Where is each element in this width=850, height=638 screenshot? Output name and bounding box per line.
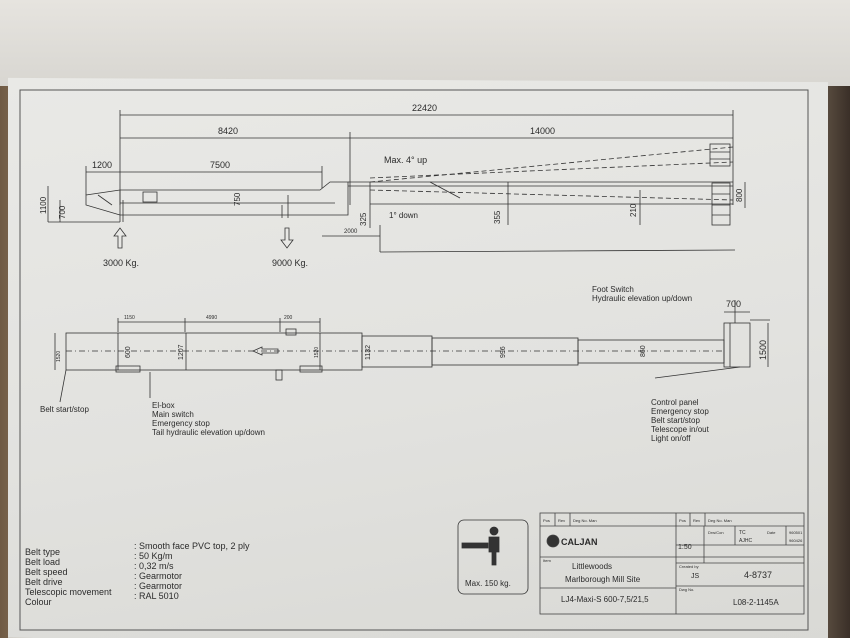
dim-right-section: 14000: [530, 126, 555, 136]
created-by-label: Created by: [679, 564, 699, 569]
el-box-label: El-box: [152, 401, 175, 410]
load-right-label: 9000 Kg.: [272, 258, 308, 268]
drw-con: Drw/Con: [708, 530, 724, 535]
dim-plan-1150: 1150: [124, 315, 135, 321]
order-number: 4-8737: [744, 570, 772, 580]
plan-view: [54, 300, 770, 403]
folded-page-top: [0, 0, 850, 86]
dim-plan-200: 200: [284, 315, 293, 321]
rev-header: Deg No. Man: [573, 518, 597, 523]
rev-header: Rev: [558, 518, 565, 523]
cp-emergency-stop: Emergency stop: [651, 407, 709, 416]
emergency-stop-label: Emergency stop: [152, 419, 210, 428]
foot-switch-desc: Hydraulic elevation up/down: [592, 294, 692, 303]
control-panel-label: Control panel: [651, 398, 699, 407]
spec-list: Belt type Belt load Belt speed Belt driv…: [25, 541, 250, 607]
client-name: Littlewoods: [572, 562, 612, 571]
dim-left-section: 8420: [218, 126, 238, 136]
title-block-text: Pos Rev Deg No. Man Pos Rev Deg No. Man …: [543, 518, 803, 607]
spec-label: Belt type: [25, 547, 60, 557]
dim-height-750: 750: [233, 192, 242, 206]
rev-header: Pos: [543, 518, 550, 523]
spec-label: Belt speed: [25, 567, 68, 577]
dim-plan-1520: 1520: [56, 351, 62, 362]
scale: 1:50: [678, 544, 692, 551]
dim-plan-1132: 1132: [365, 345, 372, 360]
spec-value: : RAL 5010: [134, 591, 179, 601]
spec-value: : Gearmotor: [134, 571, 182, 581]
max-up-label: Max. 4° up: [384, 155, 427, 165]
spec-value: : 50 Kg/m: [134, 551, 173, 561]
model-name: LJ4-Maxi-S 600-7,5/21,5: [561, 595, 649, 604]
dim-plan-860: 860: [640, 345, 647, 357]
drw-date: 960501: [789, 530, 803, 535]
tail-hydraulic-label: Tail hydraulic elevation up/down: [152, 428, 265, 437]
drw-tc: TC: [739, 530, 746, 536]
belt-start-stop-label: Belt start/stop: [40, 405, 89, 414]
rev-header: Deg No. Man: [708, 518, 732, 523]
cp-light: Light on/off: [651, 434, 691, 443]
dim-h-355: 355: [493, 210, 502, 224]
max-load-label: Max. 150 kg.: [465, 579, 511, 588]
rev-header: Rev: [693, 518, 700, 523]
drawing-frame: [19, 89, 809, 631]
rev-header: Pos: [679, 518, 686, 523]
site-name: Marlborough Mill Site: [565, 575, 641, 584]
max-load-box: [457, 519, 529, 595]
cp-belt-start-stop: Belt start/stop: [651, 416, 700, 425]
main-switch-label: Main switch: [152, 410, 194, 419]
dim-plan-1500: 1500: [758, 340, 768, 360]
side-elevation: [47, 110, 746, 253]
dim-offset-2000: 2000: [344, 229, 358, 235]
dim-height-700: 700: [58, 205, 67, 219]
dim-tail: 1200: [92, 160, 112, 170]
dim-plan-600: 600: [125, 346, 132, 358]
dim-plan-996: 996: [500, 346, 507, 358]
dim-plan-700: 700: [726, 299, 741, 309]
item-label: Item: [543, 558, 551, 563]
drw-date-label: Date: [767, 530, 776, 535]
spec-value: : Gearmotor: [134, 581, 182, 591]
title-block: [539, 512, 805, 615]
dim-bed: 7500: [210, 160, 230, 170]
spec-label: Colour: [25, 597, 52, 607]
foot-switch-label: Foot Switch: [592, 285, 634, 294]
load-left-label: 3000 Kg.: [103, 258, 139, 268]
spec-label: Belt drive: [25, 577, 63, 587]
dim-plan-4990: 4990: [206, 315, 217, 321]
dim-plan-1207: 1207: [178, 344, 185, 360]
ajhc-date: 960426: [789, 538, 803, 543]
dim-total: 22420: [412, 103, 437, 113]
dim-h-800: 800: [735, 188, 744, 202]
spec-value: : 0,32 m/s: [134, 561, 174, 571]
dwg-no-label: Dwg No.: [679, 587, 694, 592]
drawn-by: JS: [691, 573, 700, 580]
dim-height-1100: 1100: [39, 196, 48, 214]
down-label: 1° down: [389, 211, 418, 220]
dim-h-210: 210: [629, 203, 638, 217]
spec-value: : Smooth face PVC top, 2 ply: [134, 541, 250, 551]
dim-height-325: 325: [359, 212, 368, 226]
spec-label: Telescopic movement: [25, 587, 112, 597]
spec-label: Belt load: [25, 557, 60, 567]
dim-plan-1520b: 1520: [314, 347, 320, 358]
ajhc: AJHC: [739, 538, 752, 544]
company-logo-text: CALJAN: [561, 537, 598, 547]
drawing-number: L08-2-1145A: [733, 598, 779, 607]
cp-telescope: Telescope in/out: [651, 425, 710, 434]
